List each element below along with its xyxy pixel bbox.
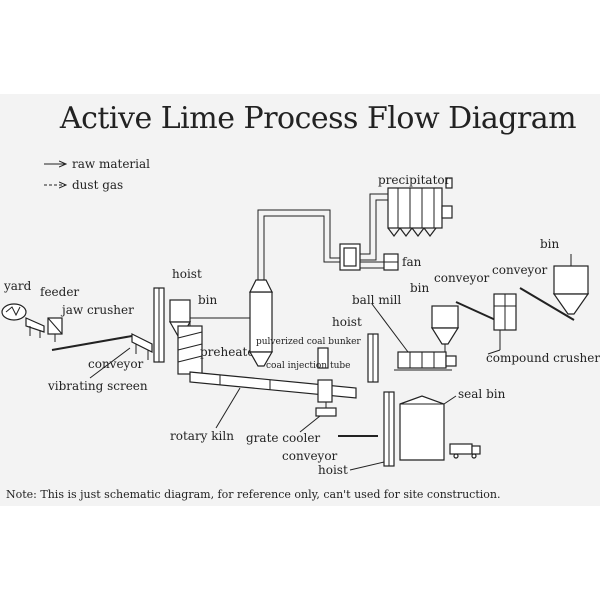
precipitator-unit [387,177,453,237]
grate-cooler-unit [315,379,337,417]
feeder-unit [25,317,45,338]
rotary-kiln-leader [215,387,241,429]
gas-duct [257,193,388,280]
conveyor-mid-belt [455,301,501,323]
label-pulverized-coal-bunker: pulverized coal bunker [256,337,361,347]
seal-bin-unit [399,395,445,461]
legend: raw material dust gas [44,157,150,192]
label-conveyor-mid: conveyor [434,271,490,285]
label-hoist-bottom: hoist [318,463,348,477]
diagram-title: Active Lime Process Flow Diagram [59,101,576,136]
fan-unit [383,253,399,271]
seal-bin-leader [443,395,457,405]
truck-icon [449,443,481,459]
label-fan: fan [402,255,422,269]
bin-top-right [552,254,590,315]
label-hoist-left: hoist [172,267,202,281]
label-compound-crusher: compound crusher [486,351,600,365]
label-bin-left: bin [198,293,218,307]
coal-bunker-unit [317,347,329,369]
label-conveyor-bottom: conveyor [282,449,338,463]
label-ball-mill: ball mill [352,293,401,307]
vibrating-screen-leader [89,347,131,379]
yard-stockpile [1,303,27,321]
jaw-crusher-unit [47,317,63,342]
label-yard: yard [3,279,32,293]
label-seal-bin: seal bin [458,387,506,401]
label-rotary-kiln: rotary kiln [170,429,234,443]
label-conveyor-right: conveyor [492,263,548,277]
label-preheater: preheater [200,345,260,359]
label-coal-injection-tube: coal injection tube [266,361,350,371]
legend-raw-material: raw material [72,157,150,171]
label-grate-cooler: grate cooler [246,431,320,445]
ball-mill-unit [394,351,457,371]
grate-cooler-leader [299,415,321,433]
bin-mill [430,305,460,352]
compound-crusher-unit [487,293,517,355]
label-bin-top-right: bin [540,237,560,251]
rotary-kiln-unit [189,371,357,399]
label-feeder: feeder [40,285,79,299]
vibrating-screen-unit [131,333,153,360]
hoist-bottom-leader [349,461,385,471]
conveyor-left-belt [51,335,133,351]
legend-dust-gas: dust gas [72,178,123,192]
hoist-left [153,287,165,363]
cyclone-column [248,279,274,367]
label-bin-mill: bin [410,281,430,295]
label-jaw-crusher: jaw crusher [60,303,134,317]
conveyor-right-belt [519,287,575,321]
label-hoist-mill: hoist [332,315,362,329]
label-vibrating-screen: vibrating screen [47,379,148,393]
ball-mill-leader [371,303,409,353]
footer-note: Note: This is just schematic diagram, fo… [6,488,501,501]
label-conveyor-left: conveyor [88,357,144,371]
label-precipitator: precipitator [378,173,451,187]
hoist-bottom [383,391,395,467]
hoist-mill [367,333,379,383]
